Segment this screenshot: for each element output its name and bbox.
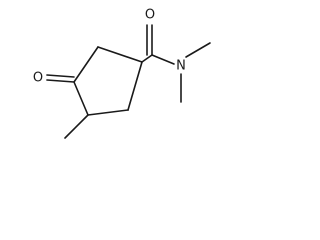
bond-ketone-double-a [46, 79, 75, 83]
bond-ring-3 [73, 81, 89, 116]
bond-ring-4 [87, 109, 129, 116]
bond-ring-2 [73, 46, 99, 83]
nitrogen-amide-label: N [176, 59, 186, 74]
bond-n-methyl-upper [185, 42, 211, 58]
bond-ring-carbonyl [141, 54, 153, 63]
oxygen-amide-label: O [145, 8, 155, 23]
bond-carbonyl-nitrogen [151, 54, 175, 65]
bond-ring-methyl [64, 114, 89, 139]
oxygen-ketone-label: O [33, 71, 43, 86]
bond-ketone-double-b [46, 74, 75, 78]
chemical-structure: O N O [33, 8, 211, 139]
bond-ring-1 [97, 46, 143, 63]
bond-ring-5 [127, 61, 143, 111]
